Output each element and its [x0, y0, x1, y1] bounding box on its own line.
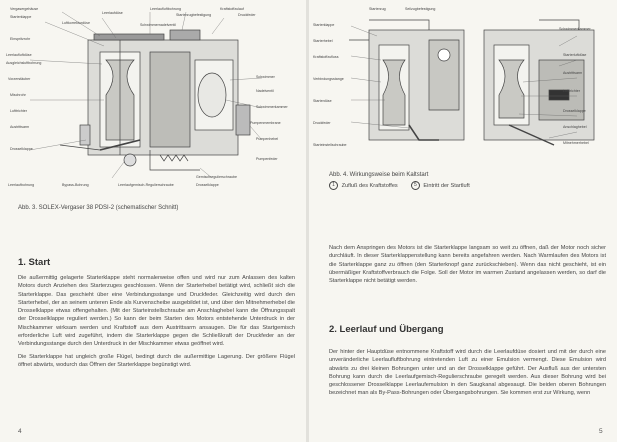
- svg-text:Kraftstoffzufluss: Kraftstoffzufluss: [313, 55, 339, 59]
- figure-caption: Abb. 4. Wirkungsweise beim Kaltstart: [329, 172, 429, 178]
- svg-text:Druckfeder: Druckfeder: [238, 13, 256, 17]
- carburetor-section-diagram: Vergasergehäuse Starterklappe Luftkorrek…: [6, 7, 289, 187]
- book-gutter: [306, 0, 309, 442]
- svg-text:Starterklappe: Starterklappe: [313, 23, 334, 27]
- svg-text:Starteinstellschraube: Starteinstellschraube: [313, 143, 347, 147]
- page-number: 4: [18, 428, 22, 435]
- legend-item-fuel: 1 Zufluß des Kraftstoffes 5 Eintritt der…: [329, 181, 470, 190]
- svg-text:Luftkorrekturdüse: Luftkorrekturdüse: [62, 21, 90, 25]
- svg-text:Starterzug: Starterzug: [369, 7, 386, 11]
- section-title: 1. Start: [18, 257, 51, 268]
- svg-text:Schwimmernadelventil: Schwimmernadelventil: [140, 23, 176, 27]
- svg-text:Leerlaufbohrung: Leerlaufbohrung: [8, 183, 34, 187]
- svg-text:Starterluftdüse: Starterluftdüse: [563, 53, 586, 57]
- left-page: Vergasergehäuse Starterklappe Luftkorrek…: [0, 0, 306, 442]
- svg-text:Schwimmer: Schwimmer: [256, 75, 276, 79]
- paragraph: Der hinter der Hauptdüse entnommene Kraf…: [329, 349, 606, 397]
- page-number: 5: [599, 428, 603, 435]
- svg-text:Starterhebel: Starterhebel: [313, 39, 333, 43]
- legend-text: Zufluß des Kraftstoffes: [341, 182, 398, 189]
- svg-text:Leerlaufluftbohrung: Leerlaufluftbohrung: [150, 7, 181, 11]
- paragraph: Die Starterklappe hat ungleich große Flü…: [18, 353, 295, 368]
- svg-text:Starterzugbefestigung: Starterzugbefestigung: [176, 13, 211, 17]
- svg-text:Kraftstoffzulauf: Kraftstoffzulauf: [220, 7, 244, 11]
- paragraph: Die außermittig gelagerte Starterklappe …: [18, 275, 295, 348]
- svg-text:Starterklappe: Starterklappe: [10, 15, 31, 19]
- svg-text:Austrittsarm: Austrittsarm: [563, 71, 582, 75]
- figure-caption: Abb. 3. SOLEX-Vergaser 38 PDSI-2 (schema…: [18, 205, 179, 211]
- svg-text:Pumpenfeder: Pumpenfeder: [256, 157, 278, 161]
- svg-text:Leerlaufdüse: Leerlaufdüse: [102, 11, 123, 15]
- svg-text:Drosselklappe: Drosselklappe: [563, 109, 586, 113]
- svg-text:Anschlaghebel: Anschlaghebel: [563, 125, 587, 129]
- svg-text:Vorzerstäuber: Vorzerstäuber: [8, 77, 31, 81]
- svg-text:Pumpenhebel: Pumpenhebel: [256, 137, 278, 141]
- svg-text:Drosselklappe: Drosselklappe: [10, 147, 33, 151]
- body-text: Die außermittig gelagerte Starterklappe …: [18, 274, 295, 373]
- svg-text:Mischrohr: Mischrohr: [10, 93, 27, 97]
- svg-text:Seilzugbefestigung: Seilzugbefestigung: [405, 7, 435, 11]
- svg-text:Lufttrichter: Lufttrichter: [563, 89, 581, 93]
- svg-text:Bypass-Bohrung: Bypass-Bohrung: [62, 183, 89, 187]
- svg-text:Mitnehmerhebel: Mitnehmerhebel: [563, 141, 589, 145]
- body-text: Nach dem Anspringen des Motors ist die S…: [329, 244, 606, 289]
- legend-symbol: 1: [329, 181, 338, 190]
- svg-text:Ausgleichsluftbohrung: Ausgleichsluftbohrung: [6, 61, 41, 65]
- svg-text:Pumpenmembrane: Pumpenmembrane: [250, 121, 281, 125]
- legend-symbol: 5: [410, 181, 420, 190]
- svg-text:Starterdüse: Starterdüse: [313, 99, 332, 103]
- legend-text: Eintritt der Startluft: [423, 182, 470, 189]
- svg-text:Lufttrichter: Lufttrichter: [10, 109, 28, 113]
- svg-text:Austrittsarm: Austrittsarm: [10, 125, 29, 129]
- svg-text:Leerlaufgemisch-Regulierschrau: Leerlaufgemisch-Regulierschraube: [118, 183, 174, 187]
- body-text: Der hinter der Hauptdüse entnommene Kraf…: [329, 348, 606, 402]
- svg-text:Drosselklappe: Drosselklappe: [196, 183, 219, 187]
- svg-text:Gemischregulierschraube: Gemischregulierschraube: [196, 175, 237, 179]
- paragraph: Nach dem Anspringen des Motors ist die S…: [329, 245, 606, 285]
- right-page: Starterzug Seilzugbefestigung Starterkla…: [309, 0, 617, 442]
- svg-text:Druckfeder: Druckfeder: [313, 121, 331, 125]
- svg-text:Vergasergehäuse: Vergasergehäuse: [10, 7, 38, 11]
- section-title: 2. Leerlauf und Übergang: [329, 324, 444, 335]
- svg-text:Nadelventil: Nadelventil: [256, 89, 274, 93]
- svg-text:Schwimmerkammer: Schwimmerkammer: [256, 105, 289, 109]
- svg-text:Leerlaufluftdüse: Leerlaufluftdüse: [6, 53, 32, 57]
- svg-text:Einspritzrohr: Einspritzrohr: [10, 37, 31, 41]
- svg-text:Schwimmerkammer: Schwimmerkammer: [559, 27, 592, 31]
- svg-text:Verbindungsstange: Verbindungsstange: [313, 77, 344, 81]
- cold-start-diagram: Starterzug Seilzugbefestigung Starterkla…: [313, 7, 595, 147]
